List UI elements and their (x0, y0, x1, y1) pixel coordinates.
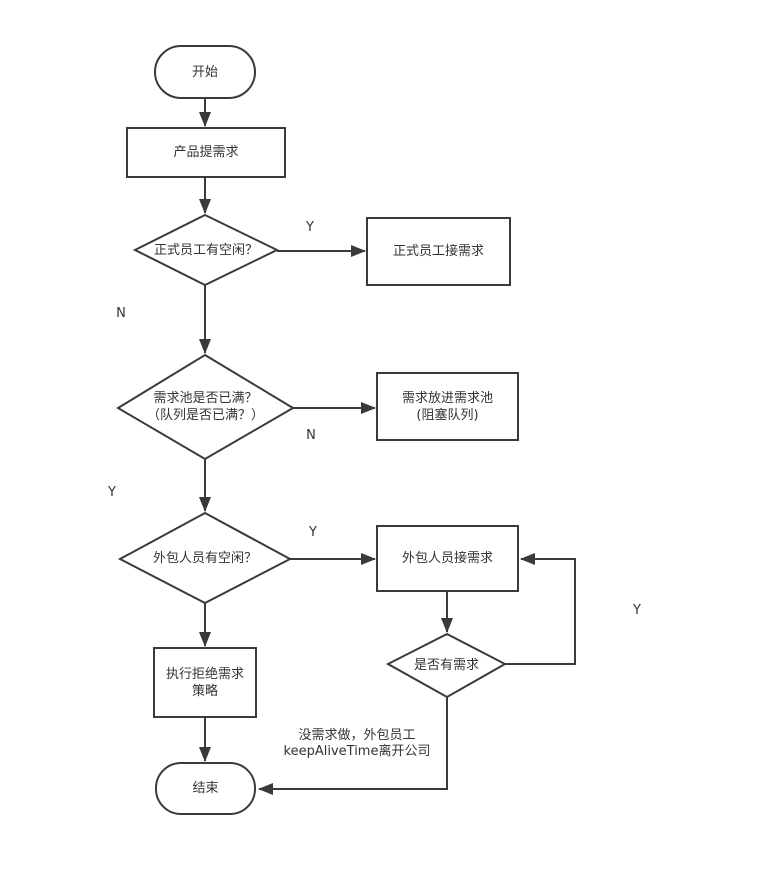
has-requirement-yes-label: Y (633, 603, 641, 618)
outsource-free-decision-shape (117, 511, 293, 605)
has-requirement-decision-shape (385, 632, 508, 699)
reject-policy-shape (153, 647, 257, 718)
put-into-pool-shape (376, 372, 519, 441)
outsource-take-shape (376, 525, 519, 592)
start-label: 开始 (191, 64, 218, 80)
formal-free-yes-label: Y (306, 220, 314, 235)
end-terminator-shape (155, 762, 256, 815)
formal-free-no-label: N (116, 306, 126, 321)
edge-has-requirement-yes-loop (505, 553, 576, 665)
formal-take-label: 正式员工接需求 (392, 244, 484, 259)
product-requirement-shape (126, 127, 286, 178)
outsource-take-label: 外包人员接需求 (401, 551, 493, 566)
reject-policy-label: 执行拒绝需求 策略 (165, 666, 244, 699)
pool-full-no-label: N (306, 428, 316, 443)
outsource-free-yes-label: Y (309, 525, 317, 540)
no-requirement-note: 没需求做，外包员工 keepAliveTime离开公司 (283, 728, 431, 759)
put-into-pool-label: 需求放进需求池 (阻塞队列) (401, 390, 493, 423)
pool-full-decision-label: 需求池是否已满？ （队列是否已满？） (146, 391, 264, 423)
pool-full-decision-shape (116, 353, 295, 461)
formal-free-decision-label: 正式员工有空闲？ (153, 242, 258, 258)
formal-free-decision-shape (132, 213, 280, 287)
formal-take-shape (366, 217, 511, 286)
product-requirement-label: 产品提需求 (173, 145, 239, 160)
has-requirement-decision-label: 是否有需求 (413, 658, 479, 673)
edge-has-requirement-no-to-end (258, 697, 448, 795)
end-label: 结束 (192, 781, 219, 796)
start-terminator-shape (154, 45, 256, 99)
outsource-free-decision-label: 外包人员有空闲？ (152, 550, 257, 566)
pool-full-yes-label: Y (108, 485, 116, 500)
